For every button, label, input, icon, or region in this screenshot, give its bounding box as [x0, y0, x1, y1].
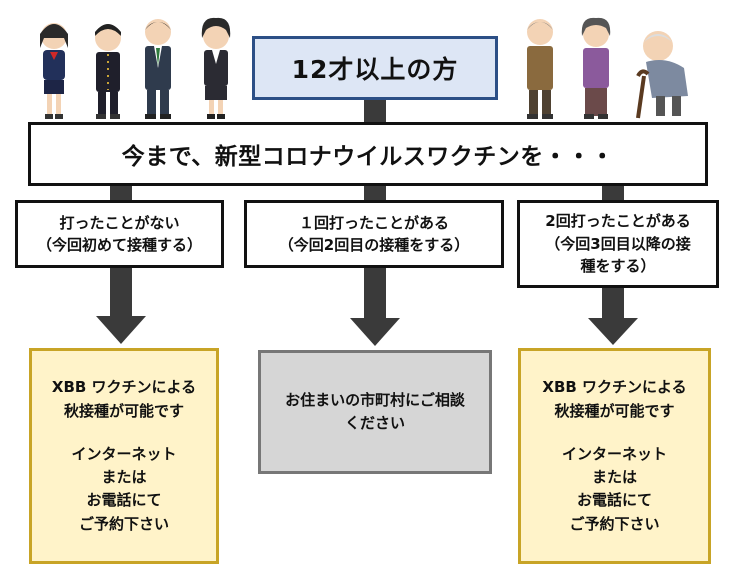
connector-header [364, 100, 386, 122]
branch-never-vaccinated: 打ったことがない （今回初めて接種する） [15, 200, 224, 268]
result-line: ください [344, 414, 405, 432]
result-xbb-booking-left: XBB ワクチンによる 秋接種が可能です インターネット または お電話にて ご… [29, 348, 219, 564]
question-bar: 今まで、新型コロナウイルスワクチンを・・・ [28, 122, 708, 186]
businesswoman-icon [201, 17, 231, 119]
elderly-woman-icon [581, 17, 611, 119]
question-text: 今まで、新型コロナウイルスワクチンを・・・ [121, 144, 615, 170]
result-line: XBB ワクチンによる [51, 378, 197, 397]
people-left [40, 17, 231, 119]
connector-right-top [602, 186, 624, 200]
result-xbb-booking-right: XBB ワクチンによる 秋接種が可能です インターネット または お電話にて ご… [518, 348, 711, 564]
header-title: 12才以上の方 [291, 55, 459, 84]
result-line: 秋接種が可能です [554, 401, 675, 420]
result-line: インターネット [71, 444, 177, 463]
branch-line: （今回3回目以降の接 [545, 234, 691, 253]
result-consult-municipality: お住まいの市町村にご相談 ください [258, 350, 492, 474]
people-right [527, 17, 688, 119]
result-line: ご予約下さい [569, 514, 660, 533]
branch-line: 打ったことがない [59, 213, 180, 232]
branch-line: 種をする） [580, 257, 656, 276]
student-boy-icon [95, 24, 121, 119]
branch-vaccinated-twice: 2回打ったことがある （今回3回目以降の接 種をする） [517, 200, 719, 288]
businessman-icon [145, 19, 171, 119]
result-line: お電話にて [576, 491, 652, 510]
elderly-with-cane-icon [636, 31, 688, 119]
result-line: ご予約下さい [78, 514, 169, 533]
result-line: または [591, 468, 637, 486]
target-audience-header: 12才以上の方 [252, 36, 498, 100]
arrow-right [588, 288, 638, 345]
result-line: XBB ワクチンによる [542, 378, 687, 397]
arrow-middle [350, 268, 400, 346]
branch-line: （今回初めて接種する） [36, 236, 202, 254]
student-girl-icon [40, 23, 68, 119]
result-line: 秋接種が可能です [63, 401, 184, 420]
connector-mid-top [364, 186, 386, 200]
branch-vaccinated-once: １回打ったことがある （今回2回目の接種をする） [244, 200, 504, 268]
branch-line: （今回2回目の接種をする） [278, 236, 470, 254]
connector-left-top [110, 186, 132, 200]
result-line: お電話にて [86, 491, 162, 510]
arrow-left [96, 268, 146, 344]
branch-line: 2回打ったことがある [545, 212, 691, 231]
result-line: または [101, 468, 147, 486]
result-line: インターネット [561, 444, 667, 463]
result-line: お住まいの市町村にご相談 [285, 390, 465, 409]
branch-line: １回打ったことがある [298, 213, 449, 232]
elderly-man-icon [527, 19, 553, 119]
